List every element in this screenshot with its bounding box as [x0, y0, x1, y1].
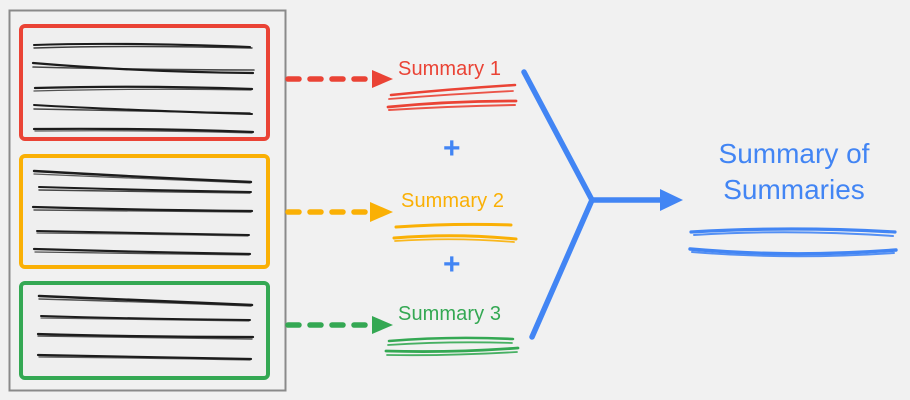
document-chunk-1[interactable] — [19, 24, 270, 141]
summary-2-label[interactable]: Summary 2 — [401, 190, 505, 212]
chunk-2-text-lines — [31, 169, 254, 256]
dashed-arrow-summary-3 — [285, 316, 393, 334]
merge-arrow — [521, 69, 683, 340]
summary-1-label[interactable]: Summary 1 — [398, 58, 502, 80]
plus-icon-1: + — [443, 132, 461, 165]
chunk-3-box — [19, 281, 270, 380]
dashed-arrow-summary-1 — [285, 70, 393, 88]
summary-2-sketch-lines — [392, 222, 518, 243]
summary-1-sketch-lines — [386, 83, 518, 111]
source-documents-frame — [8, 9, 287, 392]
chunk-1-text-lines — [31, 42, 255, 134]
final-summary-title-line-1: Summary of — [718, 138, 870, 169]
summary-3-label[interactable]: Summary 3 — [398, 303, 502, 325]
dashed-arrow-summary-2 — [285, 202, 393, 222]
final-summary-sketch-lines — [688, 227, 898, 258]
chunk-3-text-lines — [36, 294, 255, 361]
summary-3-sketch-lines — [384, 336, 520, 357]
final-summary-title[interactable]: Summary of Summaries — [688, 136, 900, 208]
document-chunk-2[interactable] — [19, 154, 270, 269]
final-summary-title-line-2: Summaries — [723, 174, 865, 205]
document-chunk-3[interactable] — [19, 281, 270, 380]
chunk-1-box — [19, 24, 270, 141]
plus-icon-2: + — [443, 248, 461, 281]
